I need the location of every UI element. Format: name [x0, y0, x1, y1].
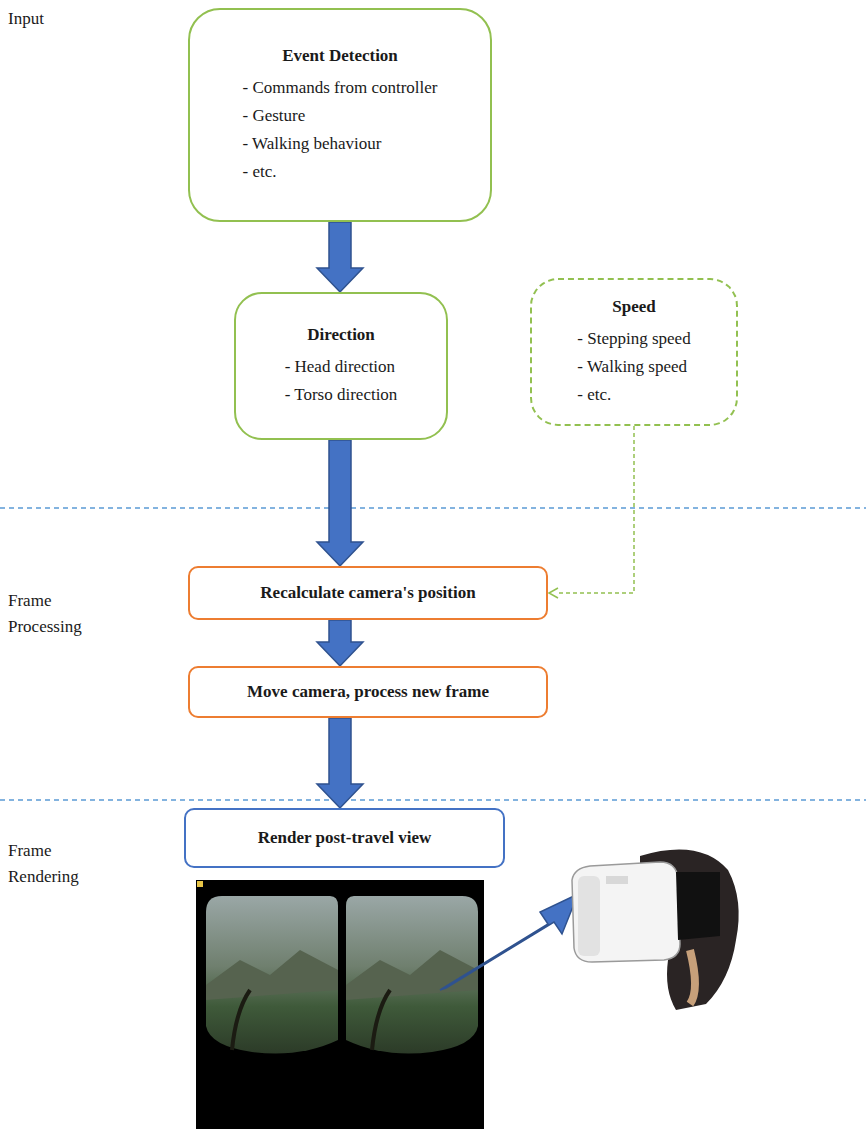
- box-heading: Speed: [577, 295, 690, 319]
- box-heading: Recalculate camera's position: [260, 581, 475, 605]
- input-box: Direction - Head direction- Torso directi…: [234, 292, 448, 440]
- list-item: - Head direction: [285, 353, 398, 381]
- optional-input-box: Speed - Stepping speed- Walking speed- et…: [530, 278, 738, 426]
- box-heading: Direction: [285, 323, 398, 347]
- section-label: Frame Processing: [8, 588, 118, 640]
- flow-arrow: [317, 440, 363, 566]
- process-box: Recalculate camera's position: [188, 566, 548, 620]
- vr-screenshot: [196, 880, 484, 1129]
- box-heading: Render post-travel view: [258, 826, 431, 850]
- pointer-arrow: [440, 894, 578, 990]
- render-box: Render post-travel view: [184, 808, 505, 868]
- process-box: Move camera, process new frame: [188, 666, 548, 718]
- flow-arrow: [317, 222, 363, 292]
- box-heading: Event Detection: [243, 44, 438, 68]
- flow-arrow: [317, 620, 363, 666]
- section-divider: [0, 507, 866, 509]
- list-item: - etc.: [577, 381, 690, 409]
- section-label: Frame Rendering: [8, 838, 118, 890]
- section-label: Input: [8, 6, 128, 32]
- list-item: - Walking speed: [577, 353, 690, 381]
- vr-headset-user: [572, 850, 739, 1010]
- section-divider: [0, 799, 866, 801]
- list-item: - etc.: [243, 158, 438, 186]
- input-box: Event Detection - Commands from controlle…: [188, 8, 492, 222]
- list-item: - Torso direction: [285, 381, 398, 409]
- list-item: - Stepping speed: [577, 325, 690, 353]
- list-item: - Walking behaviour: [243, 130, 438, 158]
- dashed-connector: [549, 426, 634, 598]
- list-item: - Commands from controller: [243, 74, 438, 102]
- flow-arrow: [317, 718, 363, 808]
- box-heading: Move camera, process new frame: [247, 680, 489, 704]
- list-item: - Gesture: [243, 102, 438, 130]
